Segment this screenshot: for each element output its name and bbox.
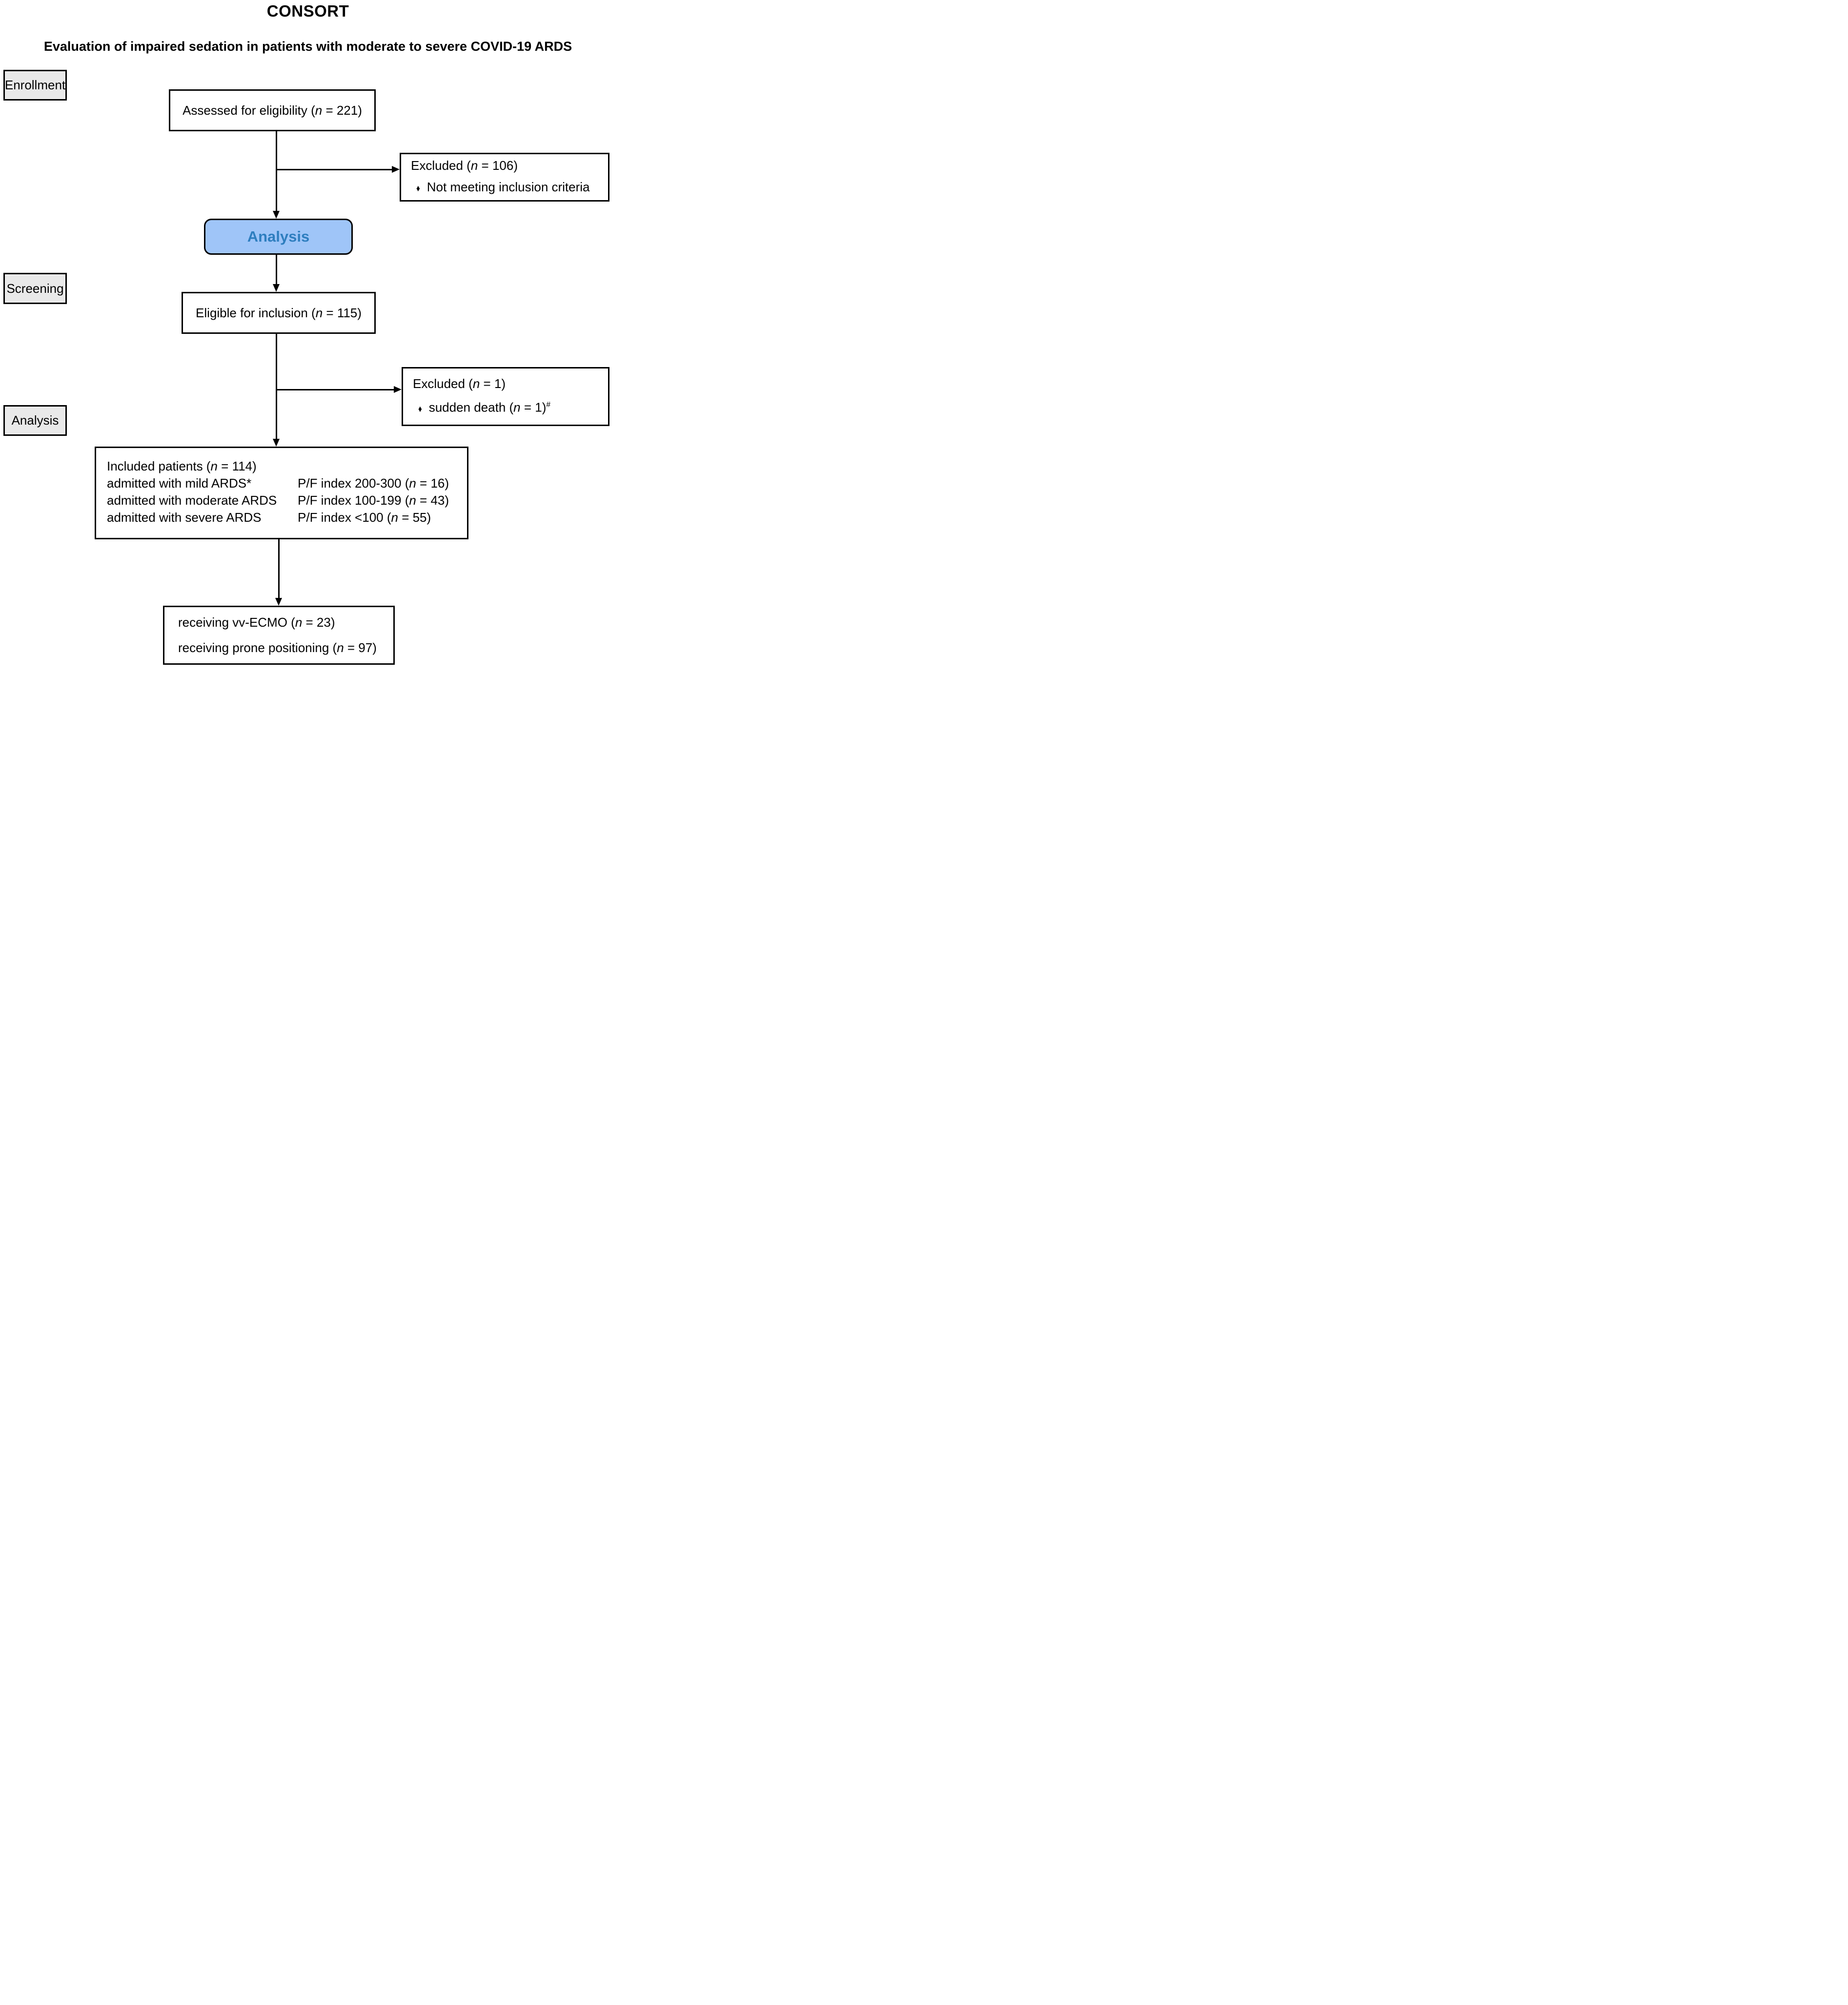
stage-label-enrollment: Enrollment [3,70,67,101]
included-row-mild: admitted with mild ARDS* P/F index 200-3… [107,475,467,492]
excluded-1-title: Excluded (n = 1) [413,376,506,391]
included-row-severe: admitted with severe ARDS P/F index <100… [107,509,467,526]
connector-eligible-to-included-line [276,334,277,439]
page-subtitle: Evaluation of impaired sedation in patie… [43,39,572,54]
eligible-for-inclusion-text: Eligible for inclusion (n = 115) [196,305,362,320]
excluded-1-bullet-row: ♦ sudden death (n = 1)# [418,394,608,420]
excluded-106-box: Excluded (n = 106) ♦ Not meeting inclusi… [400,153,609,202]
excluded-106-bullet-row: ♦ Not meeting inclusion criteria [416,176,608,200]
eligible-for-inclusion-box: Eligible for inclusion (n = 115) [182,292,376,334]
arrowhead-down-icon [275,598,282,606]
diamond-bullet-icon: ♦ [418,404,422,414]
consort-flow-diagram: CONSORT Evaluation of impaired sedation … [0,0,616,668]
included-row-moderate: admitted with moderate ARDS P/F index 10… [107,492,467,509]
excluded-1-reason: sudden death (n = 1)# [428,400,551,415]
outcome-ecmo-text: receiving vv-ECMO (n = 23) [178,615,335,630]
included-row-severe-label: admitted with severe ARDS [107,510,262,525]
assessed-for-eligibility-box: Assessed for eligibility (n = 221) [169,89,376,131]
arrowhead-right-icon [394,386,402,393]
included-patients-line1: Included patients (n = 114) [107,459,257,473]
arrowhead-down-icon [273,439,280,447]
included-patients-box: Included patients (n = 114) admitted wit… [95,447,468,539]
included-row-moderate-label: admitted with moderate ARDS [107,493,277,508]
stage-label-analysis: Analysis [3,405,67,436]
connector-assessed-to-analysis-line [276,131,277,211]
analysis-node-box: Analysis [204,219,353,255]
stage-label-screening-text: Screening [6,281,64,296]
stage-label-screening: Screening [3,273,67,304]
connector-branch-to-excluded-2-line [277,389,394,390]
excluded-106-reason: Not meeting inclusion criteria [426,180,590,194]
included-row-mild-value: P/F index 200-300 (n = 16) [298,476,449,491]
diamond-bullet-icon: ♦ [416,184,420,194]
analysis-node-label: Analysis [247,228,310,245]
arrowhead-down-icon [273,211,280,219]
outcome-box: receiving vv-ECMO (n = 23) receiving pro… [163,606,395,665]
arrowhead-right-icon [392,166,400,173]
stage-label-analysis-text: Analysis [11,413,59,428]
assessed-for-eligibility-text: Assessed for eligibility (n = 221) [183,102,362,118]
stage-label-enrollment-text: Enrollment [4,78,66,92]
excluded-106-title: Excluded (n = 106) [411,158,518,173]
connector-included-to-outcome-line [278,539,280,598]
included-row-moderate-value: P/F index 100-199 (n = 43) [298,493,449,508]
excluded-1-box: Excluded (n = 1) ♦ sudden death (n = 1)# [402,367,609,426]
included-row-mild-label: admitted with mild ARDS* [107,476,252,491]
outcome-prone-text: receiving prone positioning (n = 97) [178,640,377,655]
arrowhead-down-icon [273,284,280,292]
connector-analysis-to-eligible-line [276,255,277,284]
page-title: CONSORT [266,2,349,20]
connector-branch-to-excluded-1-line [277,169,392,170]
included-row-severe-value: P/F index <100 (n = 55) [298,510,431,525]
